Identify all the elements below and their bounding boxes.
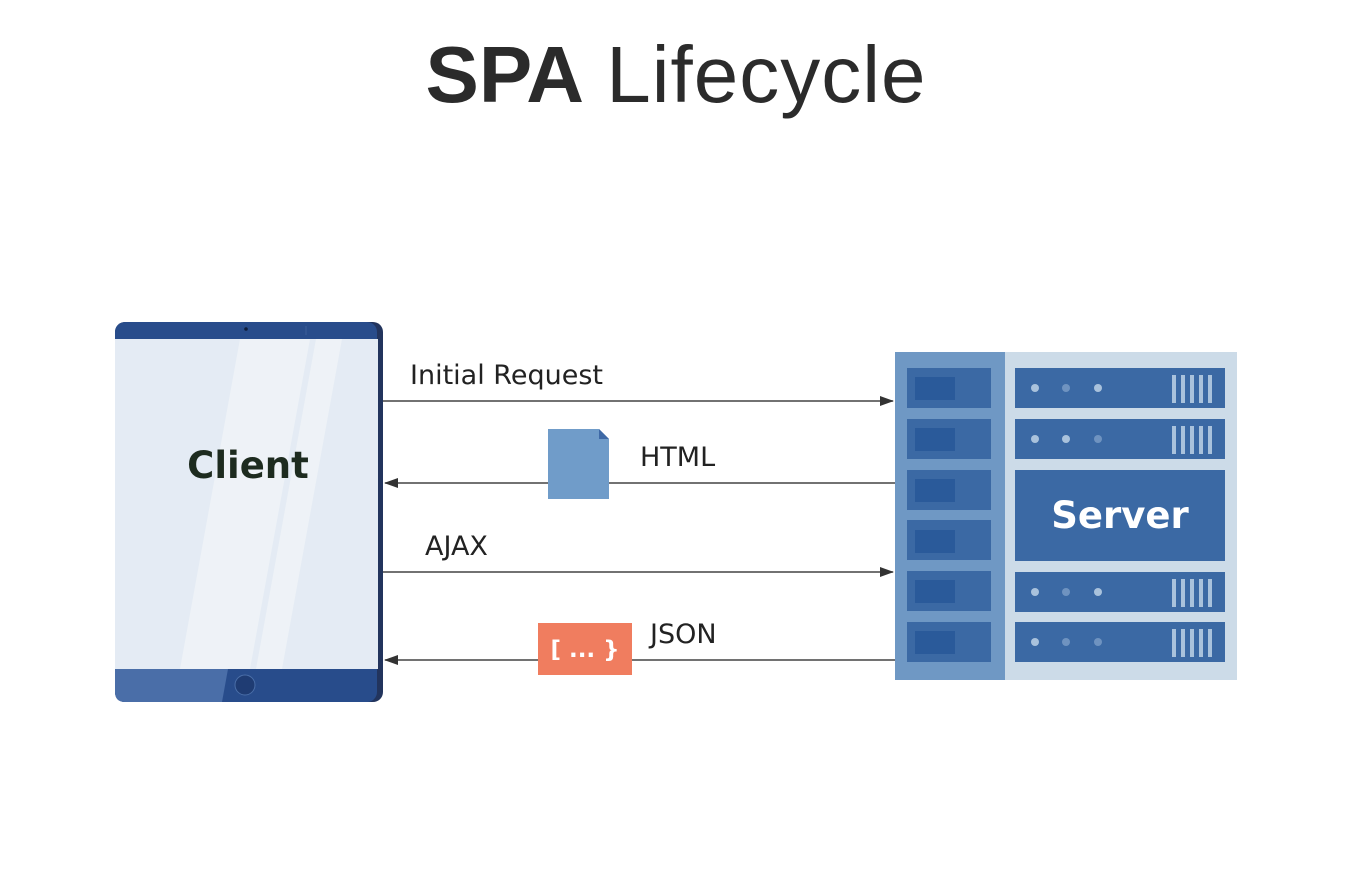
flow-initial-request: Initial Request — [383, 360, 894, 406]
server-rack-icon: Server — [895, 352, 1237, 680]
label-html: HTML — [640, 442, 715, 473]
tablet-home-button — [234, 674, 256, 696]
server-label-panel — [1015, 470, 1225, 561]
server-unit-3 — [1015, 572, 1225, 612]
flow-json: [ ... } JSON — [384, 619, 895, 675]
tablet-camera — [244, 327, 248, 331]
title-light: Lifecycle — [606, 30, 927, 119]
client-label: Client — [187, 444, 309, 487]
server-unit-4 — [1015, 622, 1225, 662]
label-ajax: AJAX — [425, 531, 488, 562]
flow-ajax: AJAX — [383, 531, 894, 577]
label-initial-request: Initial Request — [410, 360, 603, 391]
document-icon — [548, 429, 609, 499]
flow-html: HTML — [384, 429, 895, 499]
tablet-icon: Client — [115, 322, 383, 702]
server-unit-1 — [1015, 368, 1225, 408]
title-bold: SPA — [425, 30, 585, 119]
server-unit-2 — [1015, 419, 1225, 459]
server-drive-slots — [907, 368, 991, 662]
json-badge-bg — [538, 623, 632, 675]
label-json: JSON — [648, 619, 717, 650]
json-badge-text: [ ... } — [550, 637, 619, 663]
page-title: SPA Lifecycle — [0, 30, 1352, 120]
tablet-bezel-highlight — [115, 669, 228, 702]
screen-glare — [180, 339, 342, 669]
server-label: Server — [1051, 494, 1189, 537]
json-badge-icon: [ ... } — [538, 623, 632, 675]
